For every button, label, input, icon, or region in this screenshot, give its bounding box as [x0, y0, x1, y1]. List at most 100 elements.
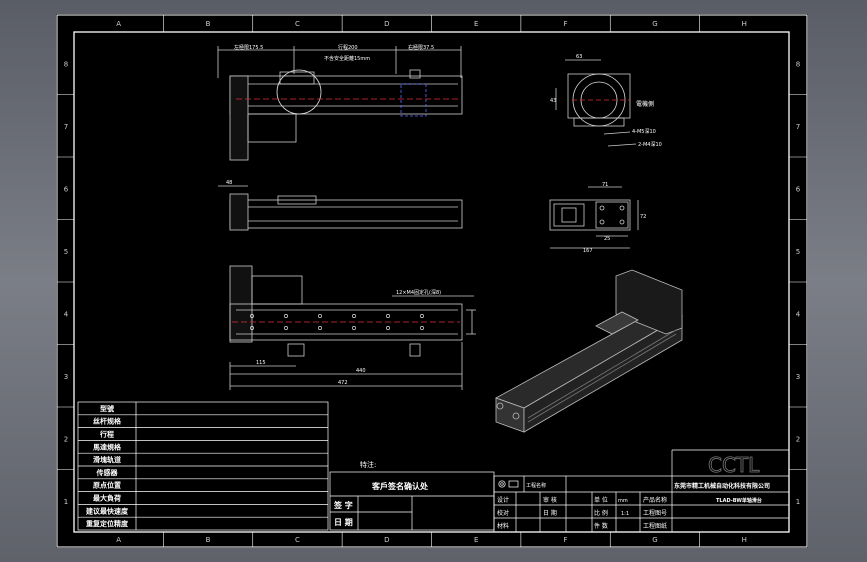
isometric-view [495, 269, 684, 433]
spec-row-label: 重复定位精度 [86, 519, 129, 528]
label-material: 材料 [497, 522, 509, 530]
mounting-hole [352, 314, 356, 318]
projection-label: 工程名称 [526, 482, 546, 489]
zone-number: 7 [64, 123, 68, 131]
inner-border [73, 31, 790, 533]
title-block [493, 449, 790, 533]
zone-number: 4 [796, 310, 801, 318]
zone-number: 2 [796, 435, 800, 443]
spec-row-label: 传感器 [96, 468, 119, 477]
dim-front-inner: 71 [602, 182, 608, 188]
spec-row-label: 馬達規格 [93, 442, 122, 451]
zone-number: 3 [64, 373, 68, 381]
mounting-hole [386, 326, 390, 330]
dim-start: 115 [256, 360, 266, 366]
dim-front-height: 72 [640, 214, 646, 220]
zone-letter: B [206, 20, 211, 28]
mounting-holes [250, 314, 424, 330]
date-label: 日 期 [334, 517, 353, 527]
spec-row-label: 行程 [99, 430, 114, 439]
zone-number: 6 [64, 185, 69, 193]
company-logo: CCTL [708, 453, 760, 477]
zone-letter: H [742, 536, 747, 544]
zone-letter: G [652, 536, 657, 544]
mounting-hole [420, 314, 424, 318]
zone-letter: D [384, 20, 389, 28]
label-qty: 件 数 [594, 522, 608, 530]
spec-row-label: 丝杆规格 [93, 417, 122, 426]
zone-letter: B [206, 536, 211, 544]
product-name: TLAD-BW单轴滑台 [716, 497, 762, 504]
mounting-hole [420, 326, 424, 330]
dim-total-length: 472 [338, 380, 348, 386]
zone-number: 1 [796, 498, 800, 506]
unit-value: mm [618, 498, 628, 504]
mounting-hole [250, 314, 254, 318]
motor-side-label: 電機側 [636, 100, 654, 108]
label-check: 校对 [497, 509, 509, 517]
zone-letter: G [652, 20, 657, 28]
zone-number: 2 [64, 435, 68, 443]
zone-letter: C [295, 20, 300, 28]
label-design: 设计 [497, 496, 509, 504]
label-date: 日 期 [543, 509, 557, 517]
label-drawing-sheet: 工程图纸 [643, 522, 667, 530]
zone-letter: F [564, 20, 568, 28]
dim-front-foot: 25 [604, 236, 610, 242]
label-audit: 审 核 [543, 496, 557, 504]
spec-row-label: 滑塊轨道 [93, 455, 121, 464]
zone-number: 8 [64, 60, 68, 68]
zone-number: 1 [64, 498, 68, 506]
hole-spec-a: 4-M5深10 [632, 128, 656, 135]
zone-letter: D [384, 536, 389, 544]
zone-number: 3 [796, 373, 800, 381]
side-view [218, 185, 463, 231]
zone-letter: E [474, 536, 478, 544]
plan-view [229, 265, 476, 390]
remark-label: 特注: [360, 460, 376, 469]
zone-letter: C [295, 536, 300, 544]
safety-note: 不含安全距離15mm [324, 55, 370, 62]
mounting-hole [250, 326, 254, 330]
sign-label: 签 字 [333, 500, 353, 510]
dim-left-limit: 左極限175.5 [234, 44, 263, 51]
label-drawing-no: 工程图号 [643, 509, 667, 517]
spec-row-label: 原点位置 [93, 481, 121, 490]
dim-right-limit: 右極限37.5 [408, 44, 434, 51]
scale-value: 1:1 [621, 511, 629, 517]
spec-row-label: 建议最快速度 [86, 506, 129, 515]
company-name: 东莞市精工机械自动化科技有限公司 [674, 482, 770, 490]
end-view [555, 59, 637, 147]
dim-end-side: 43 [550, 98, 556, 104]
dim-stroke: 行程200 [338, 44, 358, 51]
front-view [549, 186, 639, 249]
dim-side-offset: 48 [226, 180, 232, 186]
dim-end-top: 63 [576, 54, 582, 60]
mounting-hole [386, 314, 390, 318]
outer-border [56, 14, 808, 548]
confirm-box [329, 471, 495, 531]
zone-letter: A [116, 536, 121, 544]
zone-number: 8 [796, 60, 800, 68]
zone-number: 4 [64, 310, 69, 318]
top-view [217, 46, 463, 161]
mounting-hole [284, 326, 288, 330]
mounting-hole [318, 314, 322, 318]
dim-front-width: 167 [583, 248, 593, 254]
spec-row-label: 最大負荷 [93, 494, 121, 503]
zone-number: 6 [796, 185, 801, 193]
zone-number: 5 [64, 248, 68, 256]
label-product: 产品名称 [643, 496, 667, 504]
spec-row-label: 型號 [100, 404, 114, 413]
hole-note: 12×M4固定孔(深8) [396, 289, 441, 296]
zone-number: 5 [796, 248, 800, 256]
zone-letter: H [742, 20, 747, 28]
mounting-hole [318, 326, 322, 330]
dim-travel: 440 [356, 368, 366, 374]
